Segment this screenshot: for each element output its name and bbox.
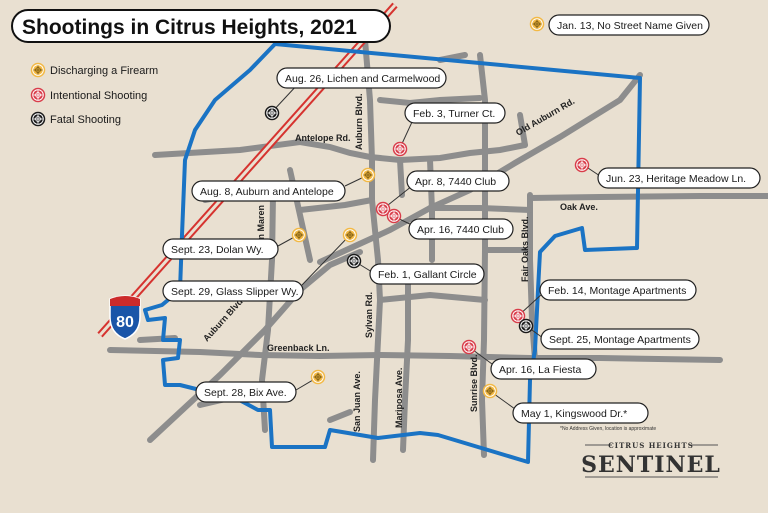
callout-apr16club: Apr. 16, 7440 Club: [408, 218, 514, 240]
interstate-80-label: 80: [116, 314, 134, 331]
callout-label-feb1: Feb. 1, Gallant Circle: [378, 269, 477, 281]
marker-feb1-icon: [346, 253, 362, 269]
marker-sep25-icon: [518, 318, 534, 334]
interstate-80-shield: 80: [109, 295, 141, 340]
callout-label-sep23: Sept. 23, Dolan Wy.: [171, 244, 264, 256]
callout-may1: May 1, Kingswood Dr.*: [512, 402, 649, 424]
road-sunrise: [478, 147, 488, 458]
marker-feb3-icon: [392, 141, 408, 157]
callout-jan13: Jan. 13, No Street Name Given: [548, 14, 710, 36]
marker-aug8-icon: [360, 167, 376, 183]
footnote: *No Address Given, location is approxima…: [560, 426, 656, 432]
label-auburn-blvd-north: Auburn Blvd.: [354, 94, 364, 151]
incident-callouts: Jan. 13, No Street Name Given Aug. 26, L…: [162, 14, 761, 424]
discharging-marker-icon: [30, 62, 46, 78]
brand-small-text: CITRUS HEIGHTS: [608, 441, 694, 450]
marker-apr16club-icon: [386, 208, 402, 224]
label-sunrise-blvd: Sunrise Blvd.: [469, 354, 479, 412]
marker-sep29-icon: [342, 227, 358, 243]
callout-label-may1: May 1, Kingswood Dr.*: [521, 408, 627, 420]
fatal-marker-icon: [30, 111, 46, 127]
callout-feb3: Feb. 3, Turner Ct.: [404, 102, 506, 124]
marker-sep23-icon: [291, 227, 307, 243]
callout-label-aug26: Aug. 26, Lichen and Carmelwood: [285, 73, 440, 85]
road-oak: [527, 193, 768, 201]
incident-markers: [264, 16, 590, 399]
callout-label-apr16club: Apr. 16, 7440 Club: [417, 224, 504, 236]
map-title: Shootings in Citrus Heights, 2021: [22, 16, 357, 39]
callout-sep23: Sept. 23, Dolan Wy.: [162, 238, 279, 260]
marker-jun23-icon: [574, 157, 590, 173]
callout-aug8: Aug. 8, Auburn and Antelope: [191, 180, 346, 202]
label-antelope-rd: Antelope Rd.: [295, 133, 351, 143]
marker-apr8-icon: [375, 201, 391, 217]
callout-label-feb14: Feb. 14, Montage Apartments: [548, 285, 686, 297]
callout-feb1: Feb. 1, Gallant Circle: [369, 263, 485, 285]
title-box: Shootings in Citrus Heights, 2021: [11, 9, 391, 43]
callout-jun23: Jun. 23, Heritage Meadow Ln.: [597, 167, 761, 189]
legend-label-discharging: Discharging a Firearm: [50, 65, 158, 77]
marker-feb14-icon: [510, 308, 526, 324]
callout-sep25: Sept. 25, Montage Apartments: [540, 328, 700, 350]
callout-sep29: Sept. 29, Glass Slipper Wy.: [162, 280, 304, 302]
road-mariposa: [400, 267, 411, 453]
callout-sep28: Sept. 28, Bix Ave.: [195, 381, 297, 403]
callout-label-feb3: Feb. 3, Turner Ct.: [413, 108, 495, 120]
callout-aug26: Aug. 26, Lichen and Carmelwood: [276, 67, 447, 89]
callout-feb14: Feb. 14, Montage Apartments: [539, 279, 697, 301]
legend-item-fatal: Fatal Shooting: [30, 111, 121, 127]
brand-name-text: SENTINEL: [581, 452, 721, 478]
callout-label-sep25: Sept. 25, Montage Apartments: [549, 334, 691, 346]
marker-jan13-icon: [529, 16, 545, 32]
callout-apr8: Apr. 8, 7440 Club: [406, 170, 510, 192]
legend-item-intentional: Intentional Shooting: [30, 87, 147, 103]
label-mariposa-ave: Mariposa Ave.: [394, 368, 404, 428]
callout-label-jun23: Jun. 23, Heritage Meadow Ln.: [606, 173, 746, 185]
sentinel-logo: CITRUS HEIGHTS SENTINEL: [581, 441, 721, 478]
marker-aug26-icon: [264, 105, 280, 121]
callout-label-aug8: Aug. 8, Auburn and Antelope: [200, 186, 334, 198]
marker-may1-icon: [482, 383, 498, 399]
callout-label-sep28: Sept. 28, Bix Ave.: [204, 387, 287, 399]
railway: [97, 2, 398, 338]
callout-label-jan13: Jan. 13, No Street Name Given: [557, 20, 703, 32]
label-van-maren: Van Maren: [256, 205, 266, 250]
legend-item-discharging: Discharging a Firearm: [30, 62, 158, 78]
callout-label-apr16fiesta: Apr. 16, La Fiesta: [499, 364, 581, 376]
legend: Discharging a Firearm Intentional Shooti…: [30, 62, 158, 127]
label-sylvan-rd: Sylvan Rd.: [364, 292, 374, 338]
marker-sep28-icon: [310, 369, 326, 385]
label-oak-ave: Oak Ave.: [560, 202, 598, 212]
callout-apr16fiesta: Apr. 16, La Fiesta: [490, 358, 597, 380]
label-fair-oaks-blvd: Fair Oaks Blvd.: [520, 216, 530, 282]
label-san-juan-ave: San Juan Ave.: [352, 371, 362, 432]
road-sylvan: [369, 197, 384, 463]
marker-apr16fiesta-icon: [461, 339, 477, 355]
legend-label-fatal: Fatal Shooting: [50, 114, 121, 126]
intentional-marker-icon: [30, 87, 46, 103]
legend-label-intentional: Intentional Shooting: [50, 90, 147, 102]
callout-label-sep29: Sept. 29, Glass Slipper Wy.: [171, 286, 299, 298]
callout-label-apr8: Apr. 8, 7440 Club: [415, 176, 496, 188]
road-greenback: [107, 347, 723, 363]
label-greenback-ln: Greenback Ln.: [267, 343, 330, 353]
